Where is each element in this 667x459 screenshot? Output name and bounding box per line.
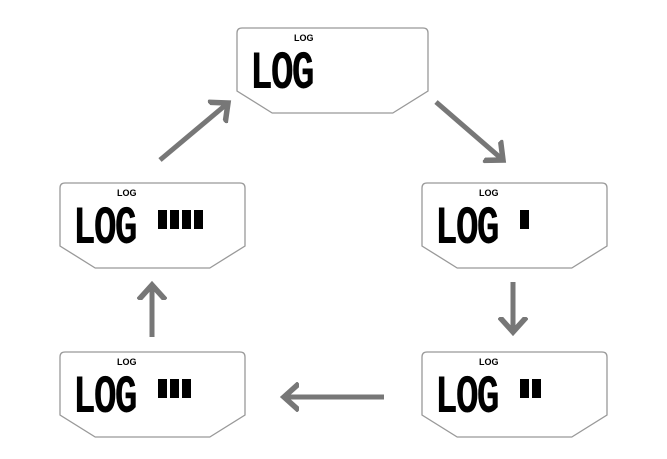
lcd-main-text: LOG [435, 368, 498, 429]
lcd-main-text: LOG [73, 199, 136, 260]
arrow-left-to-top [158, 103, 228, 162]
lcd-small-label: LOG [479, 188, 499, 198]
level-bar [532, 379, 541, 398]
level-bar [520, 379, 529, 398]
level-bar [520, 210, 529, 229]
level-bar [182, 210, 191, 229]
level-bar [158, 379, 167, 398]
lcd-frame [59, 351, 246, 438]
arrow-top-to-right [434, 100, 503, 160]
level-bar [170, 379, 179, 398]
level-bar [170, 210, 179, 229]
level-bar [194, 210, 203, 229]
lcd-frame [421, 182, 608, 269]
level-bar [182, 379, 191, 398]
lcd-small-label: LOG [117, 188, 137, 198]
lcd-frame [236, 27, 429, 114]
lcd-frame [59, 182, 246, 269]
lcd-main-text: LOG [73, 368, 136, 429]
lcd-small-label: LOG [117, 357, 137, 367]
lcd-frame [421, 351, 608, 438]
lcd-main-text: LOG [250, 44, 313, 105]
lcd-small-label: LOG [294, 33, 314, 43]
lcd-small-label: LOG [479, 357, 499, 367]
level-bar [158, 210, 167, 229]
lcd-main-text: LOG [435, 199, 498, 260]
